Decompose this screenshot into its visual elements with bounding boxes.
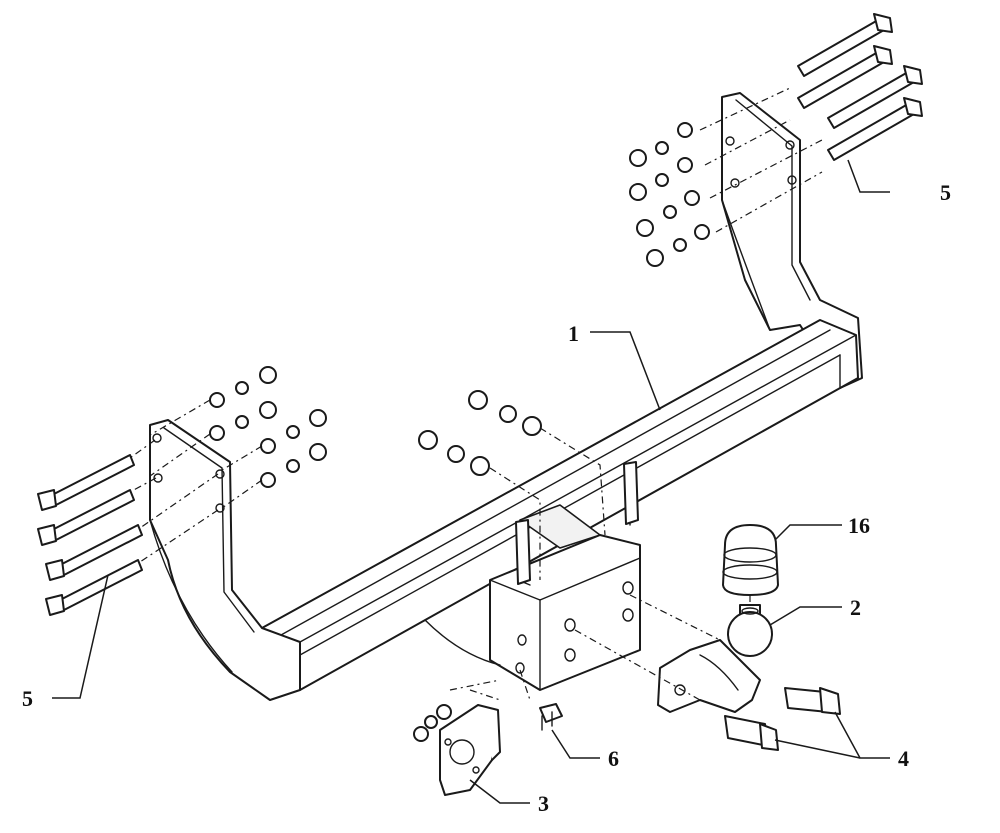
label-part-5-left: 5 bbox=[22, 686, 33, 711]
label-part-16: 16 bbox=[848, 513, 870, 538]
label-part-5-right: 5 bbox=[940, 180, 951, 205]
label-part-4: 4 bbox=[898, 746, 909, 771]
nuts-washers-right bbox=[629, 122, 710, 267]
long-bolts-right bbox=[797, 13, 923, 161]
tow-ball-bolts bbox=[724, 687, 841, 751]
ball-cover-cap bbox=[722, 524, 779, 596]
assembly-lines bbox=[129, 87, 823, 701]
socket-mounting-plate bbox=[413, 704, 501, 796]
small-bolt bbox=[539, 703, 563, 731]
left-side-bracket bbox=[149, 419, 301, 701]
long-bolts-left bbox=[37, 454, 143, 616]
tow-ball-neck bbox=[657, 604, 773, 713]
label-part-6: 6 bbox=[608, 746, 619, 771]
leader-lines bbox=[52, 159, 890, 804]
nuts-washers-center bbox=[418, 390, 542, 476]
label-part-1: 1 bbox=[568, 321, 579, 346]
label-part-2: 2 bbox=[850, 595, 861, 620]
receiver-housing bbox=[424, 461, 641, 691]
right-side-bracket bbox=[721, 92, 863, 389]
label-part-3: 3 bbox=[538, 791, 549, 816]
